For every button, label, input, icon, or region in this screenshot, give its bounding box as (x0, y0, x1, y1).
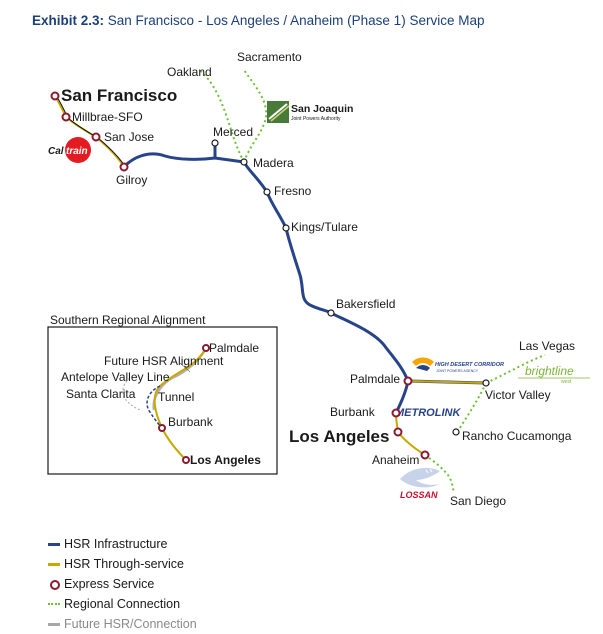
inset-antelope-line (122, 377, 141, 411)
victor-valley-label: Victor Valley (485, 388, 551, 402)
oakland-label: Oakland (167, 65, 212, 79)
san-francisco-dot (50, 91, 60, 101)
lossan-logo: LOSSAN (400, 467, 440, 500)
caltrain-logo: Cal train (48, 137, 91, 163)
regional-line-rancho (457, 382, 487, 432)
regional-line-san-diego (424, 454, 455, 494)
inset-future-hsr-label: Future HSR Alignment (104, 354, 224, 368)
kings-tulare-label: Kings/Tulare (291, 220, 358, 234)
through-hdc (407, 380, 487, 384)
regional-line-oakland (197, 68, 245, 163)
future-legend-icon (48, 619, 62, 629)
brightline-label: brightline (525, 364, 574, 378)
san-jose-dot (91, 132, 101, 142)
legend-label-through: HSR Through-service (64, 557, 184, 571)
through-legend-icon (48, 559, 62, 569)
bakersfield-label: Bakersfield (336, 297, 395, 311)
regional-connections (197, 68, 546, 494)
regional-legend-icon (48, 599, 62, 609)
metrolink-logo: METROLINK (395, 407, 461, 419)
rancho-dot (452, 428, 460, 436)
san-francisco-label: San Francisco (61, 86, 177, 105)
millbrae-label: Millbrae-SFO (72, 110, 143, 124)
legend: HSR Infrastructure HSR Through-service E… (48, 534, 197, 634)
hdc-sub: JOINT POWERS AGENCY (436, 369, 479, 373)
legend-item-hsr: HSR Infrastructure (48, 534, 197, 554)
madera-label: Madera (253, 156, 294, 170)
inset-santa-clarita-label: Santa Clarita (66, 387, 136, 401)
legend-label-hsr: HSR Infrastructure (64, 537, 168, 551)
map-title: Exhibit 2.3: San Francisco - Los Angeles… (32, 13, 484, 28)
lossan-label: LOSSAN (400, 490, 438, 500)
madera-dot (240, 158, 248, 166)
legend-item-through: HSR Through-service (48, 554, 197, 574)
burbank-dot (391, 408, 401, 418)
inset-box: Southern Regional Alignment Palmdale Fut… (47, 313, 278, 475)
inset-frame (47, 326, 278, 475)
svg-text:train: train (66, 146, 88, 157)
exhibit-title: San Francisco - Los Angeles / Anaheim (P… (107, 13, 485, 28)
rancho-label: Rancho Cucamonga (462, 429, 572, 443)
fresno-label: Fresno (274, 184, 312, 198)
inset-palmdale-dot (202, 344, 210, 352)
kings-tulare-dot (282, 224, 290, 232)
peninsula-outline (56, 96, 127, 169)
svg-text:Cal: Cal (48, 146, 64, 157)
gilroy-label: Gilroy (116, 173, 147, 187)
inset-los-angeles-label: Los Angeles (190, 453, 261, 467)
fresno-dot (263, 188, 271, 196)
legend-item-express: Express Service (48, 574, 197, 594)
palmdale-dot (403, 376, 413, 386)
las-vegas-label: Las Vegas (519, 339, 575, 353)
san-jose-label: San Jose (104, 130, 154, 144)
merced-label: Merced (213, 125, 253, 139)
inset-antelope-label: Antelope Valley Line (61, 370, 170, 384)
inset-tunnel-label: Tunnel (158, 390, 194, 404)
regional-line-las-vegas (485, 354, 546, 384)
brightline-logo: brightline west (518, 364, 590, 385)
hsr-legend-icon (48, 539, 62, 549)
los-angeles-label: Los Angeles (289, 427, 389, 446)
legend-label-regional: Regional Connection (64, 597, 181, 611)
hdc-label: HIGH DESERT CORRIDOR (435, 362, 504, 368)
san-joaquin-label: San Joaquin (291, 103, 353, 115)
hsr-spine (122, 152, 410, 415)
station-labels: San Francisco Millbrae-SFO San Jose Gilr… (61, 50, 575, 508)
station-dots (50, 91, 490, 460)
victor-valley-dot (482, 379, 490, 387)
inset-los-angeles-dot (182, 456, 190, 464)
express-legend-icon (48, 579, 62, 590)
gilroy-dot (119, 162, 129, 172)
brightline-sub: west (561, 379, 572, 385)
inset-burbank-label: Burbank (168, 415, 214, 429)
los-angeles-dot (393, 427, 403, 437)
legend-label-future: Future HSR/Connection (64, 617, 197, 631)
inset-burbank-dot (158, 424, 166, 432)
exhibit-number: Exhibit 2.3: (32, 13, 105, 28)
inset-palmdale-label: Palmdale (209, 341, 259, 355)
palmdale-label: Palmdale (350, 372, 400, 386)
millbrae-dot (61, 112, 71, 122)
anaheim-dot (420, 450, 430, 460)
legend-label-express: Express Service (64, 577, 155, 591)
san-joaquin-logo: San Joaquin Joint Powers Authority (267, 101, 353, 123)
bakersfield-dot (327, 309, 335, 317)
regional-line-sacramento (243, 69, 268, 163)
san-joaquin-sub: Joint Powers Authority (291, 116, 341, 122)
legend-item-regional: Regional Connection (48, 594, 197, 614)
inset-title: Southern Regional Alignment (50, 313, 206, 327)
legend-item-future: Future HSR/Connection (48, 614, 197, 634)
inset-tunnel-line (146, 385, 163, 429)
hdc-logo: HIGH DESERT CORRIDOR JOINT POWERS AGENCY (412, 357, 504, 373)
burbank-label: Burbank (330, 405, 376, 419)
metrolink-label: METROLINK (395, 407, 461, 419)
inset-through-line (153, 347, 207, 461)
anaheim-label: Anaheim (372, 453, 419, 467)
merced-dot (211, 139, 219, 147)
san-diego-label: San Diego (450, 494, 506, 508)
sacramento-label: Sacramento (237, 50, 302, 64)
